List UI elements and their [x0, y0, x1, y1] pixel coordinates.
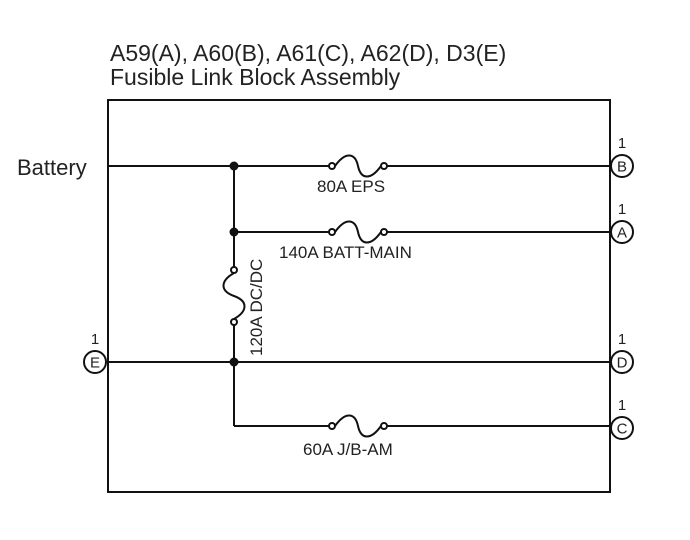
connector-d-pin: 1: [618, 331, 626, 348]
junction-dot-top: [229, 161, 239, 171]
connector-d-letter: D: [617, 355, 628, 372]
connector-c-pin: 1: [618, 397, 626, 414]
assembly-box: [107, 99, 611, 493]
junction-dot-main: [229, 357, 239, 367]
fuse-eps: [328, 154, 388, 178]
connector-a: A 1: [610, 201, 634, 244]
fuse-jb-am: [328, 414, 388, 438]
connector-b-letter: B: [617, 159, 627, 176]
connector-e-pin: 1: [91, 331, 99, 348]
battery-label: Battery: [17, 155, 87, 180]
fuse-dcdc: [222, 266, 246, 326]
connector-c: C 1: [610, 397, 634, 440]
diagram-title-line2: Fusible Link Block Assembly: [110, 64, 401, 90]
connector-c-letter: C: [617, 421, 628, 438]
fuse-label-batt-main: 140A BATT-MAIN: [279, 243, 412, 262]
connector-b-pin: 1: [618, 135, 626, 152]
fuse-label-dcdc: 120A DC/DC: [247, 259, 266, 356]
connector-e: E 1: [83, 331, 107, 374]
fuse-batt-main: [328, 220, 388, 244]
connector-b: B 1: [610, 135, 634, 178]
diagram-title-line1: A59(A), A60(B), A61(C), A62(D), D3(E): [110, 40, 506, 66]
connector-d: D 1: [610, 331, 634, 374]
junction-dot-batt-main: [229, 227, 239, 237]
connector-a-letter: A: [617, 225, 627, 242]
fuse-label-eps: 80A EPS: [317, 177, 385, 196]
connector-a-pin: 1: [618, 201, 626, 218]
connector-e-letter: E: [90, 355, 100, 372]
fuse-label-jb-am: 60A J/B-AM: [303, 440, 393, 459]
